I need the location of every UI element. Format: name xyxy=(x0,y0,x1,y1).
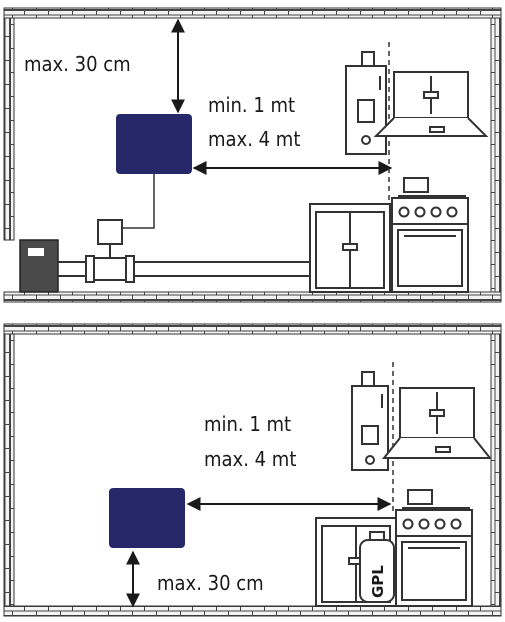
left-wall xyxy=(3,17,15,241)
height-label: max. 30 cm xyxy=(157,571,264,595)
ceiling-wall xyxy=(3,323,502,335)
bottom-diagram-svg: min. 1 mt max. 4 mt max. 30 cm GPL xyxy=(3,323,502,617)
top-diagram-svg: max. 30 cm min. 1 mt max. 4 mt xyxy=(3,7,502,303)
solenoid-valve xyxy=(85,219,135,283)
wall-boiler xyxy=(351,371,389,471)
detector-wire xyxy=(122,174,155,229)
floor-cabinet xyxy=(309,203,391,293)
left-wall xyxy=(3,333,15,607)
right-wall xyxy=(490,17,502,293)
floor-wall xyxy=(3,605,502,617)
floor-wall xyxy=(3,291,502,303)
distance-min-label: min. 1 mt xyxy=(204,412,291,436)
distance-max-label: max. 4 mt xyxy=(204,447,296,471)
distance-max-label: max. 4 mt xyxy=(208,127,300,151)
wall-cabinet xyxy=(381,387,493,459)
wall-cabinet xyxy=(373,71,489,137)
gas-meter xyxy=(19,239,59,293)
gas-pipe xyxy=(58,261,312,277)
gas-detector xyxy=(116,114,192,174)
lpg-cylinder xyxy=(359,531,395,603)
installation-diagram-lpg: min. 1 mt max. 4 mt max. 30 cm GPL xyxy=(0,316,505,622)
gas-cooker xyxy=(391,177,469,293)
lpg-cylinder-label: GPL xyxy=(369,565,387,598)
height-label: max. 30 cm xyxy=(24,52,131,76)
gas-cooker xyxy=(395,489,473,607)
installation-diagram-natural-gas: max. 30 cm min. 1 mt max. 4 mt xyxy=(0,0,505,310)
gas-detector xyxy=(109,488,185,548)
distance-min-label: min. 1 mt xyxy=(208,93,295,117)
right-wall xyxy=(490,333,502,607)
wall-boiler xyxy=(345,51,387,155)
ceiling-wall xyxy=(3,7,502,19)
